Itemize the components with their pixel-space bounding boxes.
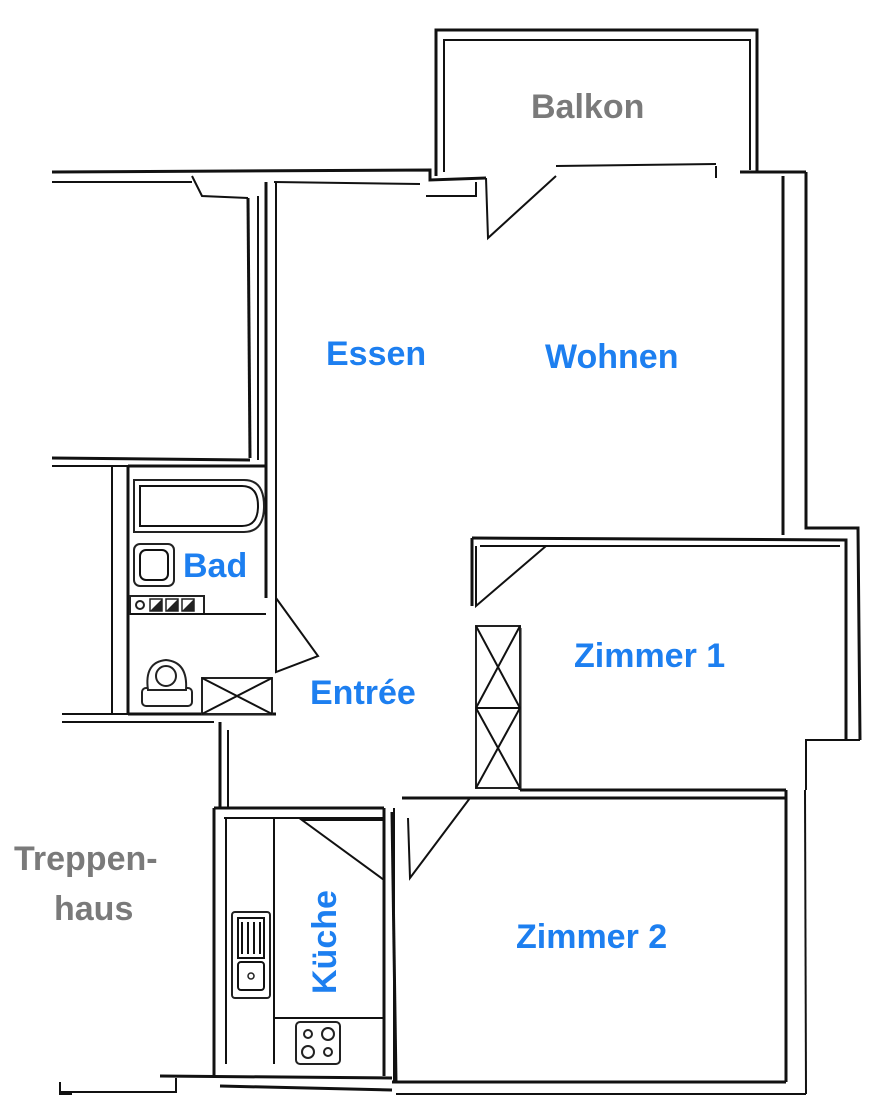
label-treppenhaus-1: Treppen-	[14, 840, 158, 878]
label-treppenhaus-2: haus	[54, 890, 133, 928]
bad-door	[275, 594, 320, 674]
kueche-walls	[59, 808, 393, 1095]
wardrobe	[475, 625, 521, 789]
toilet	[141, 658, 193, 707]
east-wall	[781, 172, 862, 1095]
bathtub	[133, 479, 266, 533]
bad-closet	[201, 677, 273, 715]
label-wohnen: Wohnen	[545, 338, 678, 376]
kitchen-sink	[231, 911, 271, 999]
label-zimmer2: Zimmer 2	[516, 918, 667, 956]
label-entree: Entrée	[310, 674, 416, 712]
zimmer1-walls	[470, 536, 848, 792]
cooktop	[295, 1021, 341, 1065]
label-bad: Bad	[183, 547, 247, 585]
essen-wall	[264, 182, 277, 598]
washbasin	[133, 543, 175, 587]
label-balkon: Balkon	[531, 88, 644, 126]
north-wall	[51, 163, 806, 199]
label-essen: Essen	[326, 335, 426, 373]
bath-fixture-strip	[129, 595, 266, 615]
label-zimmer1: Zimmer 1	[574, 637, 725, 675]
door-swings	[298, 175, 557, 882]
label-kueche: Küche	[306, 890, 344, 994]
balcony-outline	[434, 28, 759, 176]
neighbour-room-top	[51, 196, 259, 467]
